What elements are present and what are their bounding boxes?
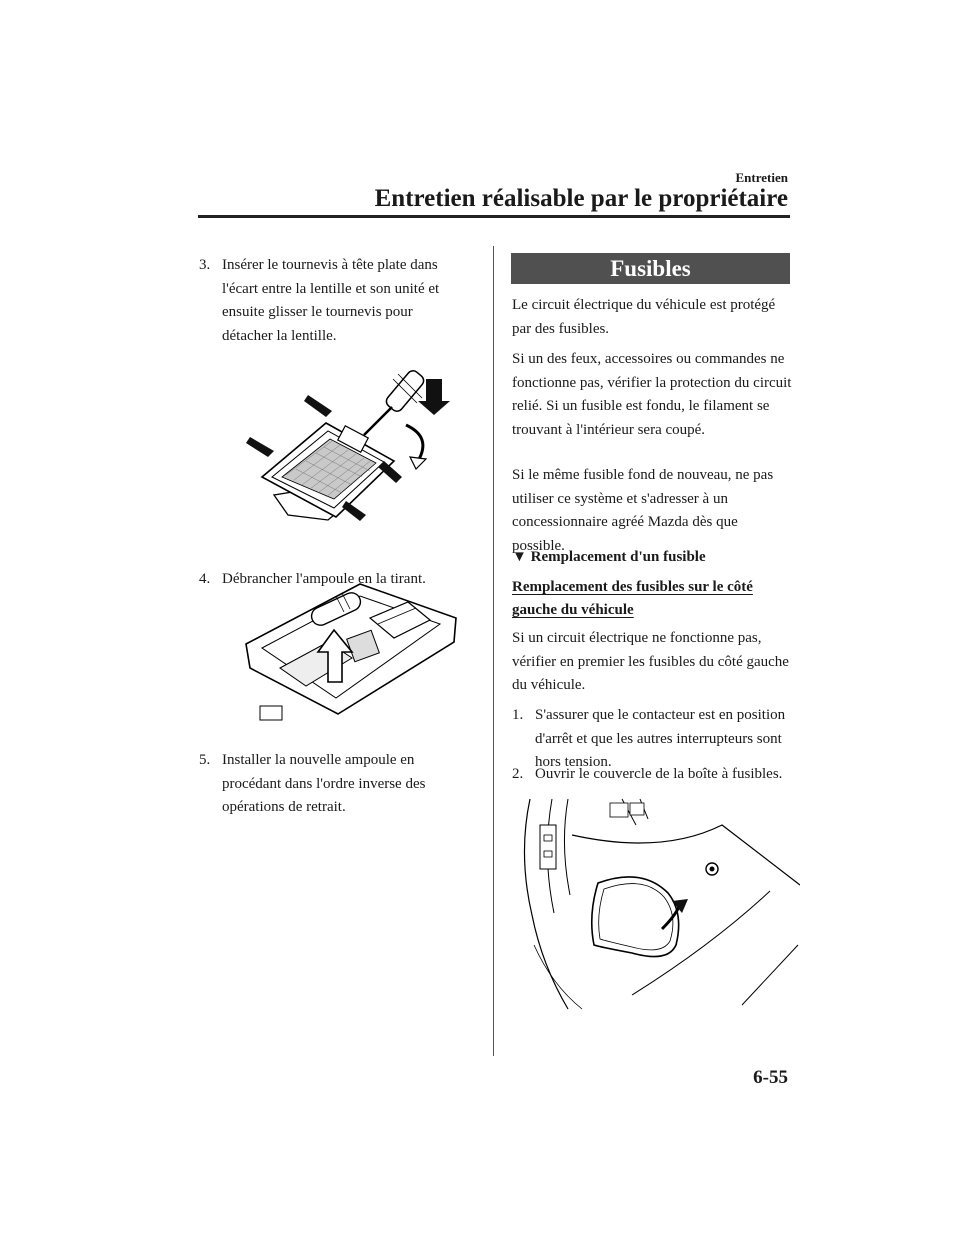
step-text: Ouvrir le couvercle de la boîte à fusibl… bbox=[535, 766, 783, 782]
page-number: 6-55 bbox=[753, 1067, 788, 1088]
triangle-marker-icon: ▼ bbox=[512, 549, 527, 565]
sub-subheading-text: Remplacement des fusibles sur le côté ga… bbox=[512, 579, 753, 618]
figure-fuse-box-cover bbox=[512, 795, 801, 1015]
paragraph-3: Si le même fusible fond de nouveau, ne p… bbox=[512, 467, 774, 554]
step-text: Insérer le tournevis à tête plate dans l… bbox=[222, 257, 440, 344]
step-number: 1. bbox=[512, 707, 524, 723]
subheading-text: Remplacement d'un fusible bbox=[530, 549, 706, 565]
step-3: 3. Insérer le tournevis à tête plate dan… bbox=[199, 254, 464, 348]
sub-subheading: Remplacement des fusibles sur le côté ga… bbox=[512, 576, 782, 622]
paragraph-4: Si un circuit électrique ne fonctionne p… bbox=[512, 630, 789, 693]
step-number: 2. bbox=[512, 766, 524, 782]
fuse-box-cover-illustration bbox=[523, 798, 801, 1010]
subheading: ▼ Remplacement d'un fusible bbox=[512, 549, 706, 566]
paragraph-1: Le circuit électrique du véhicule est pr… bbox=[512, 297, 776, 337]
step-number: 5. bbox=[199, 752, 211, 768]
paragraph-2: Si un des feux, accessoires ou commandes… bbox=[512, 351, 792, 438]
step-text: Installer la nouvelle ampoule en procéda… bbox=[222, 752, 426, 815]
running-header-section: Entretien bbox=[735, 170, 788, 185]
bulb-removal-illustration bbox=[245, 583, 457, 721]
running-header-title: Entretien réalisable par le propriétaire bbox=[374, 185, 788, 212]
step-2: 2. Ouvrir le couvercle de la boîte à fus… bbox=[512, 763, 792, 787]
figure-bulb-removal bbox=[240, 578, 465, 728]
step-number: 3. bbox=[199, 257, 211, 273]
step-number: 4. bbox=[199, 571, 211, 587]
step-5: 5. Installer la nouvelle ampoule en proc… bbox=[199, 749, 464, 820]
lens-removal-illustration bbox=[246, 370, 450, 521]
step-text: Débrancher l'ampoule en la tirant. bbox=[222, 571, 426, 587]
step-1: 1. S'assurer que le contacteur est en po… bbox=[512, 704, 792, 775]
header-rule bbox=[198, 215, 790, 218]
column-divider bbox=[493, 246, 494, 1056]
step-4: 4. Débrancher l'ampoule en la tirant. bbox=[199, 568, 464, 592]
step-text: S'assurer que le contacteur est en posit… bbox=[535, 707, 786, 770]
section-banner-fusibles: Fusibles bbox=[511, 253, 790, 284]
figure-lens-removal bbox=[246, 365, 456, 540]
